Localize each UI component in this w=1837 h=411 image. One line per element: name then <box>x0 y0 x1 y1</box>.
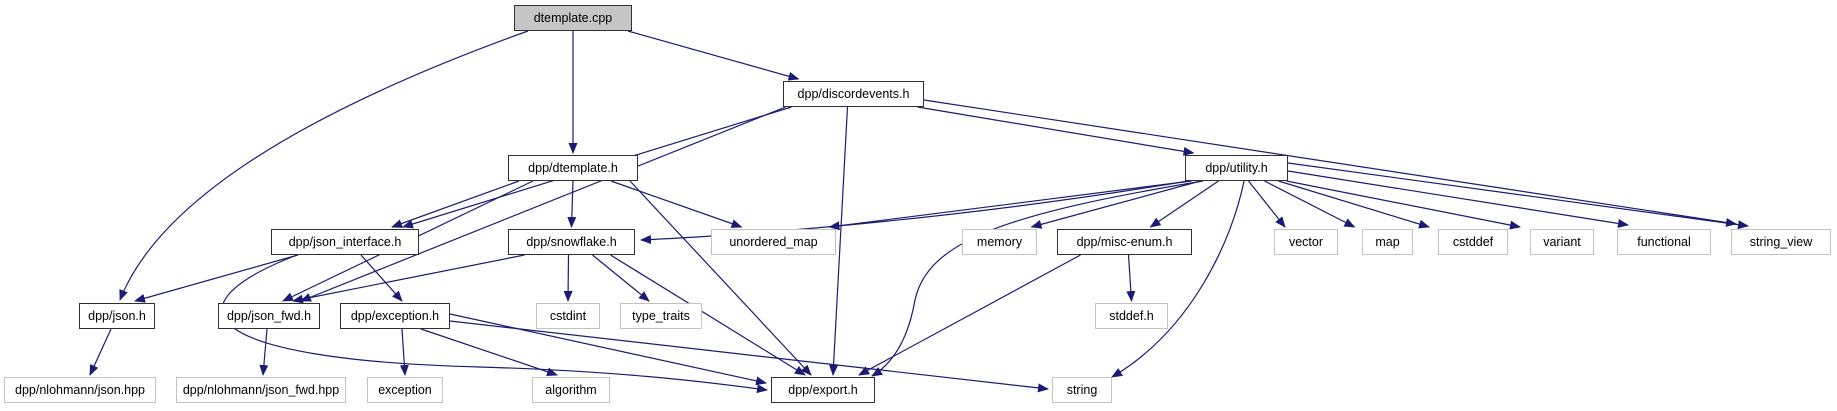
edge-snowflake-json_fwd <box>292 254 525 304</box>
edge-exception_h-export_h <box>449 313 767 386</box>
node-type-traits: type_traits <box>620 303 702 329</box>
node-utility[interactable]: dpp/utility.h <box>1185 155 1288 181</box>
node-memory: memory <box>962 229 1037 255</box>
edge-utility-map <box>1264 180 1356 228</box>
node-export-h[interactable]: dpp/export.h <box>771 377 875 403</box>
edge-utility-functional <box>1287 170 1629 228</box>
node-dtemplate-cpp: dtemplate.cpp <box>514 5 632 31</box>
edge-json_interface-json_h <box>134 254 299 303</box>
node-string-view: string_view <box>1731 229 1831 255</box>
edge-misc_enum-stddef_h <box>1126 254 1136 302</box>
edge-dtemplate_h-snowflake <box>567 180 577 228</box>
node-nlohmann-json-fwd: dpp/nlohmann/json_fwd.hpp <box>176 377 346 403</box>
edge-json_interface-export_h <box>221 254 768 394</box>
node-string: string <box>1052 377 1112 403</box>
node-cstddef: cstddef <box>1438 229 1508 255</box>
edge-misc_enum-export_h <box>858 254 1081 376</box>
edge-utility-string_view <box>1287 162 1749 230</box>
edge-discordevents-string_view <box>923 99 1737 227</box>
node-dtemplate-h[interactable]: dpp/dtemplate.h <box>508 155 638 181</box>
node-map: map <box>1362 229 1413 255</box>
edge-utility-unordered_map <box>828 180 1192 231</box>
edge-discordevents-json_fwd <box>300 106 786 302</box>
edge-json_interface-exception_h <box>360 254 403 302</box>
edge-utility-variant <box>1286 180 1521 230</box>
node-discordevents[interactable]: dpp/discordevents.h <box>783 81 924 107</box>
edge-exception_h-algorithm <box>420 328 558 377</box>
node-json-fwd[interactable]: dpp/json_fwd.h <box>218 303 320 329</box>
node-json-interface[interactable]: dpp/json_interface.h <box>271 229 419 255</box>
edge-utility-string <box>1111 180 1245 378</box>
edge-discordevents-export_h <box>829 106 849 376</box>
edge-json_fwd-nlohmann_json_fwd <box>259 328 269 376</box>
edge-exception_h-string <box>449 320 1049 393</box>
edge-utility-misc_enum <box>1149 180 1219 228</box>
node-variant: variant <box>1530 229 1594 255</box>
node-nlohmann-json: dpp/nlohmann/json.hpp <box>4 377 156 403</box>
node-vector: vector <box>1274 229 1338 255</box>
edge-utility-cstddef <box>1278 180 1430 229</box>
node-exception-std: exception <box>367 377 443 403</box>
edge-utility-snowflake <box>640 180 1189 245</box>
edge-discordevents-utility <box>917 106 1195 156</box>
node-stddef-h: stddef.h <box>1095 303 1168 329</box>
edge-dtemplate_cpp-discordevents <box>627 30 800 81</box>
node-algorithm: algorithm <box>532 377 610 403</box>
edge-dtemplate_h-json_interface <box>391 180 520 228</box>
node-json-h[interactable]: dpp/json.h <box>79 303 155 329</box>
node-cstdint: cstdint <box>536 303 600 329</box>
node-exception-h[interactable]: dpp/exception.h <box>340 303 450 329</box>
edge-exception_h-exception_std <box>399 328 409 376</box>
node-functional: functional <box>1617 229 1711 255</box>
edge-snowflake-cstdint <box>563 254 573 302</box>
edge-snowflake-export_h <box>610 254 806 376</box>
node-snowflake[interactable]: dpp/snowflake.h <box>508 229 635 255</box>
node-unordered-map: unordered_map <box>711 229 836 255</box>
edge-json_h-nlohmann_json <box>89 328 112 376</box>
node-misc-enum[interactable]: dpp/misc-enum.h <box>1057 229 1192 255</box>
edge-utility-export_h <box>871 180 1204 377</box>
edge-utility-vector <box>1248 180 1286 228</box>
edge-dtemplate_h-export_h <box>629 180 812 376</box>
edge-dtemplate_cpp-json_h <box>119 30 529 301</box>
edges <box>89 30 1749 394</box>
edge-utility-memory <box>1030 180 1201 229</box>
edge-dtemplate_h-unordered_map <box>610 180 743 228</box>
edge-snowflake-type_traits <box>592 254 650 302</box>
